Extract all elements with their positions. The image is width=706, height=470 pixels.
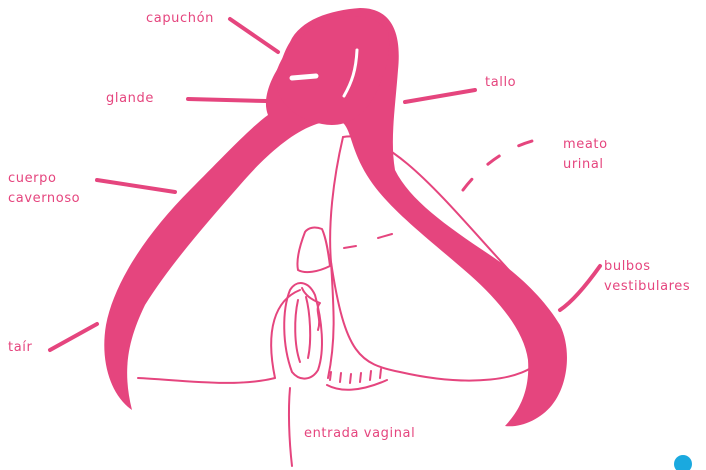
- label-meato-line2: urinal: [563, 155, 608, 175]
- label-entrada-text: entrada vaginal: [304, 424, 415, 444]
- clitoris-body: [104, 8, 567, 426]
- leader-meato: [463, 138, 545, 190]
- label-meato-urinal: meato urinal: [563, 135, 608, 175]
- label-tallo-text: tallo: [485, 73, 516, 93]
- label-cuerpo-line2: cavernoso: [8, 189, 80, 209]
- leader-tair: [50, 324, 97, 350]
- label-glande-text: glande: [106, 89, 154, 109]
- label-cuerpo-cavernoso: cuerpo cavernoso: [8, 169, 80, 209]
- label-tair-text: taír: [8, 338, 32, 358]
- label-meato-line1: meato: [563, 135, 608, 155]
- leader-capuchon: [230, 19, 278, 52]
- label-capuchon: capuchón: [146, 9, 214, 29]
- label-tallo: tallo: [485, 73, 516, 93]
- leader-tallo: [405, 90, 475, 102]
- label-entrada-vaginal: entrada vaginal: [304, 424, 415, 444]
- label-glande: glande: [106, 89, 154, 109]
- leader-glande: [188, 99, 266, 101]
- label-cuerpo-line1: cuerpo: [8, 169, 80, 189]
- corner-dot: [674, 455, 692, 470]
- label-bulbos-line1: bulbos: [604, 257, 690, 277]
- label-capuchon-text: capuchón: [146, 9, 214, 29]
- leader-cuerpo: [97, 180, 175, 192]
- label-tair: taír: [8, 338, 32, 358]
- label-bulbos-line2: vestibulares: [604, 277, 690, 297]
- label-bulbos-vestibulares: bulbos vestibulares: [604, 257, 690, 297]
- leader-bulbos: [560, 266, 600, 310]
